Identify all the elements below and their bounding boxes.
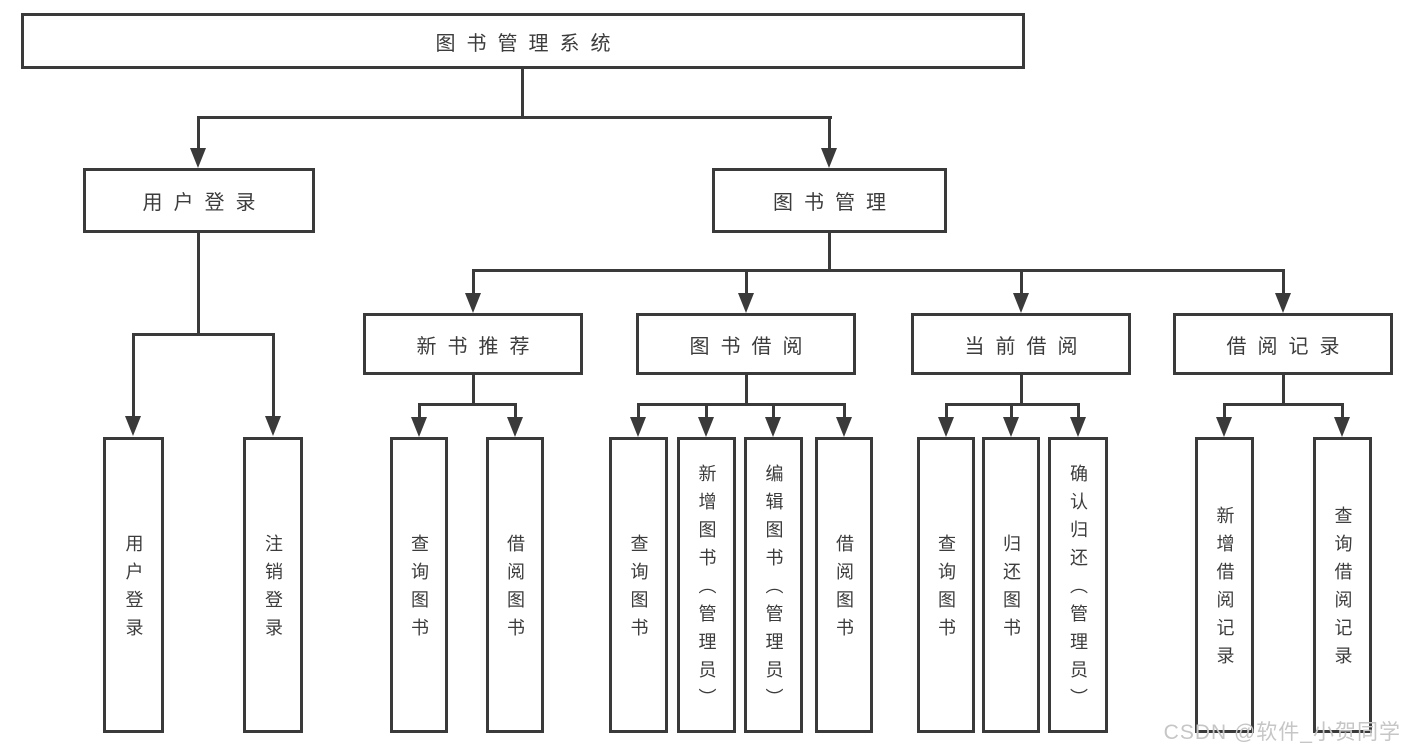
connector-borrow-drop: [637, 403, 640, 418]
node-borrow-records-label: 借阅记录: [1226, 335, 1351, 358]
connector-records-bar: [1223, 403, 1344, 406]
connector-bookmgmt-drop: [1020, 269, 1023, 294]
connector-current-drop: [1077, 403, 1080, 418]
connector-bookmgmt-bar: [472, 269, 1285, 272]
arrow-down-icon: [738, 293, 754, 313]
connector-root-stem: [521, 69, 524, 118]
leaf-borrow-book-label: 借阅图书: [834, 534, 854, 646]
connector-userlogin-drop: [132, 333, 135, 417]
leaf-add-book-admin: 新增图书（管理员）: [677, 437, 736, 733]
node-book-management: 图书管理: [712, 168, 947, 233]
arrow-down-icon: [765, 417, 781, 437]
leaf-add-book-admin-label: 新增图书（管理员）: [696, 464, 717, 716]
leaf-add-borrow-record-label: 新增借阅记录: [1214, 506, 1235, 674]
connector-borrow-bar: [637, 403, 845, 406]
arrow-down-icon: [821, 148, 837, 168]
leaf-add-borrow-record: 新增借阅记录: [1195, 437, 1254, 733]
leaf-edit-book-admin: 编辑图书（管理员）: [744, 437, 803, 733]
connector-borrow-drop: [705, 403, 708, 418]
node-current-borrow-label: 当前借阅: [964, 335, 1089, 358]
node-user-login-label: 用户登录: [142, 192, 267, 214]
arrow-down-icon: [938, 417, 954, 437]
leaf-borrow-query-book-label: 查询图书: [628, 534, 649, 646]
connector-recommend-drop: [514, 403, 517, 418]
leaf-recommend-query-book: 查询图书: [390, 437, 448, 733]
leaf-borrow-query-book: 查询图书: [609, 437, 668, 733]
node-user-login: 用户登录: [83, 168, 315, 233]
leaf-borrow-book: 借阅图书: [815, 437, 873, 733]
connector-borrow-stem: [745, 375, 748, 406]
arrow-down-icon: [465, 293, 481, 313]
node-current-borrow: 当前借阅: [911, 313, 1131, 375]
connector-current-drop: [1010, 403, 1013, 418]
arrow-down-icon: [1334, 417, 1350, 437]
leaf-query-borrow-record-label: 查询借阅记录: [1332, 506, 1353, 674]
leaf-user-login-label: 用户登录: [123, 534, 144, 646]
connector-root-drop-left: [197, 116, 200, 149]
leaf-query-borrow-record: 查询借阅记录: [1313, 437, 1372, 733]
node-book-borrow: 图书借阅: [636, 313, 856, 375]
connector-bookmgmt-drop: [745, 269, 748, 294]
connector-records-drop: [1223, 403, 1226, 418]
node-new-book-recommend-label: 新书推荐: [416, 335, 541, 358]
arrow-down-icon: [630, 417, 646, 437]
leaf-current-query-book: 查询图书: [917, 437, 975, 733]
leaf-current-query-book-label: 查询图书: [936, 534, 956, 646]
connector-borrow-drop: [772, 403, 775, 418]
arrow-down-icon: [507, 417, 523, 437]
connector-userlogin-bar: [132, 333, 275, 336]
arrow-down-icon: [1070, 417, 1086, 437]
arrow-down-icon: [125, 416, 141, 436]
connector-bookmgmt-stem: [828, 233, 831, 272]
connector-recommend-bar: [418, 403, 517, 406]
leaf-edit-book-admin-label: 编辑图书（管理员）: [763, 464, 784, 716]
leaf-confirm-return-admin: 确认归还（管理员）: [1048, 437, 1108, 733]
node-borrow-records: 借阅记录: [1173, 313, 1393, 375]
arrow-down-icon: [1275, 293, 1291, 313]
csdn-watermark: CSDN @软件_小贺同学: [1163, 721, 1401, 744]
node-new-book-recommend: 新书推荐: [363, 313, 583, 375]
connector-borrow-drop: [843, 403, 846, 418]
connector-current-drop: [945, 403, 948, 418]
connector-records-drop: [1341, 403, 1344, 418]
arrow-down-icon: [1013, 293, 1029, 313]
connector-bookmgmt-drop: [1282, 269, 1285, 294]
node-root-label: 图书管理系统: [435, 32, 622, 55]
leaf-return-book-label: 归还图书: [1001, 534, 1021, 646]
arrow-down-icon: [698, 417, 714, 437]
connector-recommend-stem: [472, 375, 475, 406]
leaf-logout-label: 注销登录: [263, 534, 283, 646]
connector-root-drop-right: [828, 116, 831, 149]
leaf-user-login: 用户登录: [103, 437, 164, 733]
leaf-recommend-query-book-label: 查询图书: [409, 534, 429, 646]
connector-records-stem: [1282, 375, 1285, 406]
arrow-down-icon: [1003, 417, 1019, 437]
arrow-down-icon: [1216, 417, 1232, 437]
node-book-management-label: 图书管理: [773, 192, 897, 214]
arrow-down-icon: [265, 416, 281, 436]
connector-current-stem: [1020, 375, 1023, 406]
connector-userlogin-stem: [197, 233, 200, 336]
connector-bookmgmt-drop: [472, 269, 475, 294]
leaf-confirm-return-admin-label: 确认归还（管理员）: [1068, 464, 1088, 716]
arrow-down-icon: [190, 148, 206, 168]
leaf-logout: 注销登录: [243, 437, 303, 733]
connector-root-bar: [197, 116, 832, 119]
connector-recommend-drop: [418, 403, 421, 418]
leaf-recommend-borrow-book: 借阅图书: [486, 437, 544, 733]
connector-userlogin-drop: [272, 333, 275, 417]
node-root: 图书管理系统: [21, 13, 1025, 69]
node-book-borrow-label: 图书借阅: [689, 335, 814, 358]
leaf-recommend-borrow-book-label: 借阅图书: [505, 534, 525, 646]
leaf-return-book: 归还图书: [982, 437, 1040, 733]
arrow-down-icon: [836, 417, 852, 437]
arrow-down-icon: [411, 417, 427, 437]
